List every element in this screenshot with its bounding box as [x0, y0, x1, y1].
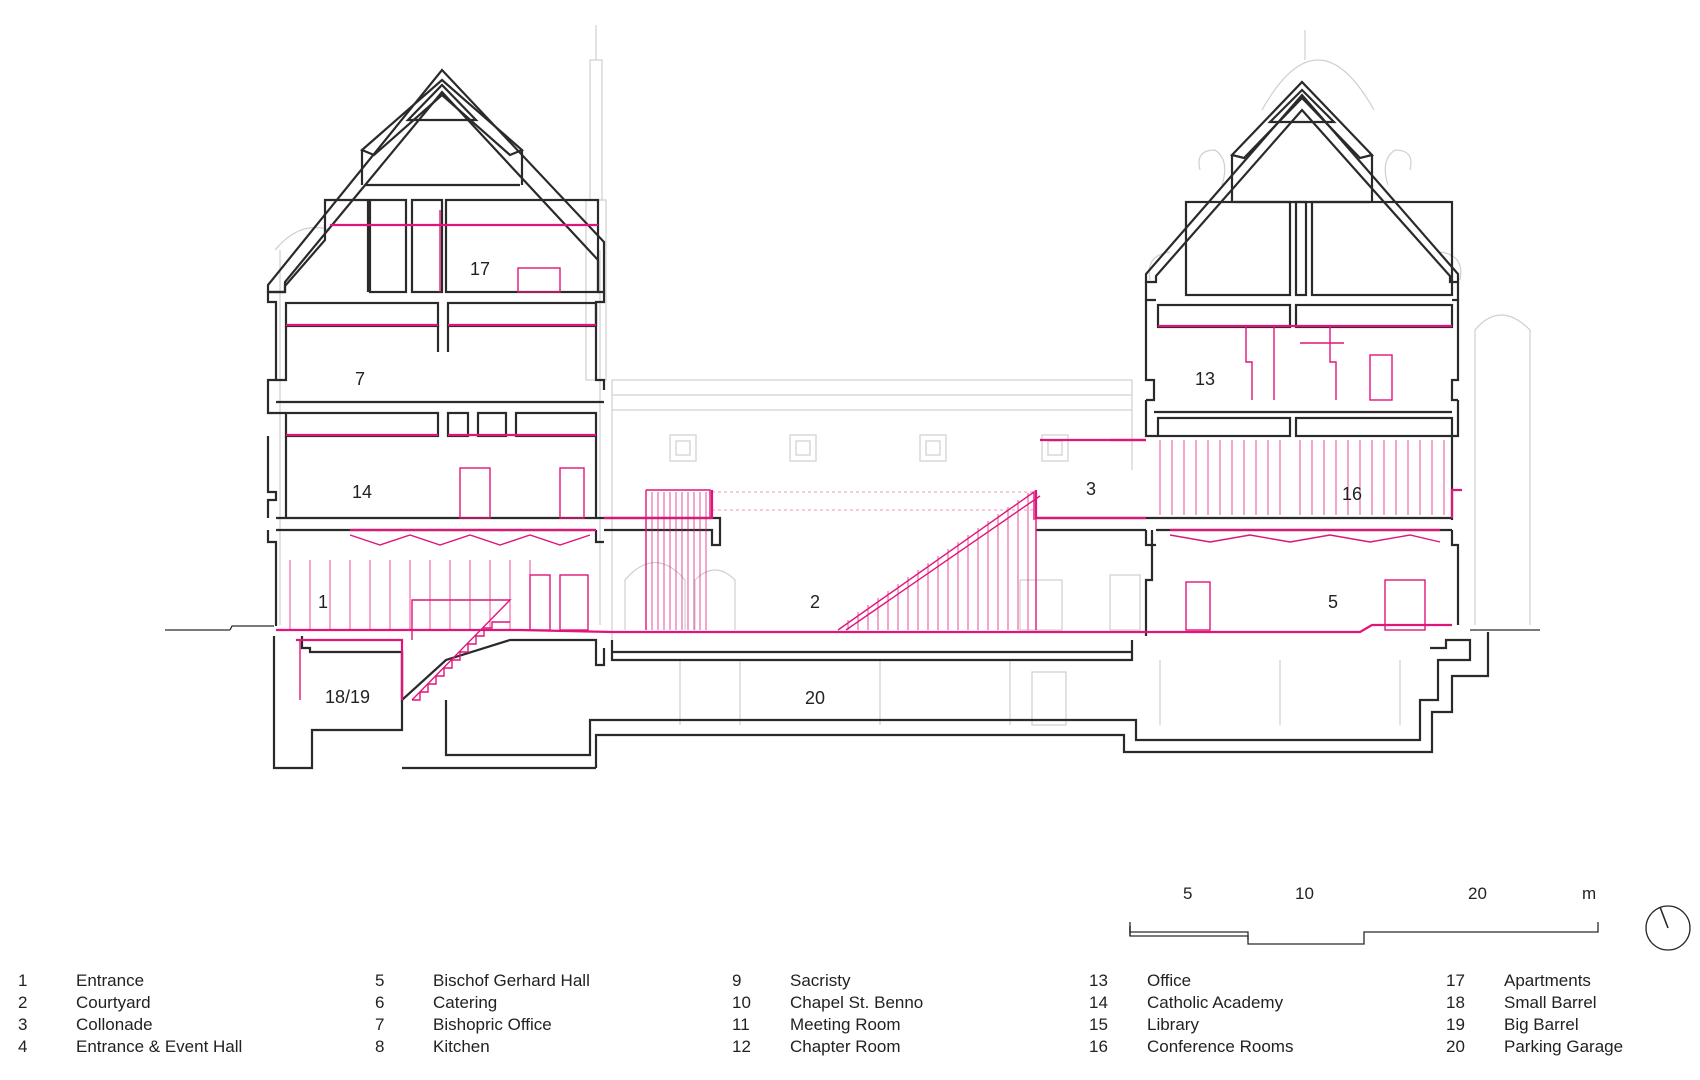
- legend-column-1: 1 Entrance 2 Courtyard 3 Collonade 4 Entranc…: [18, 970, 242, 1058]
- legend-label: Bishopric Office: [433, 1015, 552, 1034]
- legend-label: Big Barrel: [1504, 1015, 1579, 1034]
- room-label-2: 2: [810, 592, 820, 612]
- legend-item: 13 Office: [1089, 970, 1293, 992]
- room-label-5: 5: [1328, 592, 1338, 612]
- room-label-7: 7: [355, 369, 365, 389]
- legend-column-2: 5 Bischof Gerhard Hall 6 Catering 7 Bishopr…: [375, 970, 590, 1058]
- north-arrow-icon: [1645, 905, 1691, 951]
- ground-line: [165, 625, 1540, 631]
- legend-label: Library: [1147, 1015, 1199, 1034]
- legend-number: 8: [375, 1037, 385, 1056]
- legend-item: 16 Conference Rooms: [1089, 1036, 1293, 1058]
- legend-number: 9: [732, 971, 742, 990]
- legend-label: Kitchen: [433, 1037, 490, 1056]
- legend-number: 18: [1446, 993, 1465, 1012]
- legend-item: 10 Chapel St. Benno: [732, 992, 923, 1014]
- legend-label: Small Barrel: [1504, 993, 1597, 1012]
- legend-label: Apartments: [1504, 971, 1591, 990]
- legend-label: Office: [1147, 971, 1192, 990]
- legend-column-3: 9 Sacristy 10 Chapel St. Benno 11 Meeting R…: [732, 970, 923, 1058]
- legend-item: 2 Courtyard: [18, 992, 242, 1014]
- legend-label: Parking Garage: [1504, 1037, 1624, 1056]
- scale-label-5: 5: [1183, 884, 1192, 903]
- room-label-14: 14: [352, 482, 372, 502]
- legend-number: 13: [1089, 971, 1108, 990]
- room-label-16: 16: [1342, 484, 1362, 504]
- room-label-13: 13: [1195, 369, 1215, 389]
- legend-number: 16: [1089, 1037, 1108, 1056]
- legend-number: 17: [1446, 971, 1465, 990]
- legend-label: Catholic Academy: [1147, 993, 1284, 1012]
- legend-number: 15: [1089, 1015, 1108, 1034]
- legend-item: 12 Chapter Room: [732, 1036, 923, 1058]
- legend-number: 12: [732, 1037, 751, 1056]
- legend-item: 15 Library: [1089, 1014, 1293, 1036]
- legend-item: 18 Small Barrel: [1446, 992, 1623, 1014]
- room-label-18-19: 18/19: [325, 687, 370, 707]
- legend-item: 5 Bischof Gerhard Hall: [375, 970, 590, 992]
- legend-label: Collonade: [76, 1015, 153, 1034]
- legend-number: 2: [18, 993, 28, 1012]
- legend-item: 7 Bishopric Office: [375, 1014, 590, 1036]
- scale-label-10: 10: [1295, 884, 1314, 903]
- room-label-1: 1: [318, 592, 328, 612]
- legend-column-5: 17 Apartments 18 Small Barrel 19 Big Barrel…: [1446, 970, 1623, 1058]
- room-label-17: 17: [470, 259, 490, 279]
- legend-label: Entrance: [76, 971, 145, 990]
- legend-item: 6 Catering: [375, 992, 590, 1014]
- legend-label: Catering: [433, 993, 498, 1012]
- legend-number: 7: [375, 1015, 385, 1034]
- legend-label: Meeting Room: [790, 1015, 901, 1034]
- legend-number: 14: [1089, 993, 1108, 1012]
- legend: 1 Entrance 2 Courtyard 3 Collonade 4 Entranc…: [0, 970, 1700, 1070]
- legend-number: 3: [18, 1015, 28, 1034]
- legend-label: Chapter Room: [790, 1037, 901, 1056]
- legend-item: 11 Meeting Room: [732, 1014, 923, 1036]
- new-intervention: [276, 210, 1462, 701]
- legend-item: 3 Collonade: [18, 1014, 242, 1036]
- legend-column-4: 13 Office 14 Catholic Academy 15 Library 16…: [1089, 970, 1293, 1058]
- legend-label: Entrance & Event Hall: [76, 1037, 243, 1056]
- legend-number: 1: [18, 971, 28, 990]
- legend-item: 9 Sacristy: [732, 970, 923, 992]
- room-labels: 17 7 14 1 18/19 2 20 3 13 16 5: [318, 259, 1362, 708]
- legend-item: 20 Parking Garage: [1446, 1036, 1623, 1058]
- legend-label: Courtyard: [76, 993, 151, 1012]
- room-label-20: 20: [805, 688, 825, 708]
- legend-label: Chapel St. Benno: [790, 993, 924, 1012]
- legend-number: 11: [732, 1015, 750, 1034]
- scale-bar: 5 10 20 m: [1129, 884, 1599, 945]
- legend-number: 10: [732, 993, 751, 1012]
- room-label-3: 3: [1086, 479, 1096, 499]
- scale-label-20: 20: [1468, 884, 1487, 903]
- section-drawing: 17 7 14 1 18/19 2 20 3 13 16 5 5 10 20 m: [165, 25, 1691, 951]
- legend-number: 4: [18, 1037, 28, 1056]
- legend-number: 6: [375, 993, 385, 1012]
- legend-label: Conference Rooms: [1147, 1037, 1294, 1056]
- legend-label: Sacristy: [790, 971, 851, 990]
- legend-number: 5: [375, 971, 385, 990]
- legend-item: 14 Catholic Academy: [1089, 992, 1293, 1014]
- legend-item: 1 Entrance: [18, 970, 242, 992]
- legend-item: 17 Apartments: [1446, 970, 1623, 992]
- legend-label: Bischof Gerhard Hall: [433, 971, 590, 990]
- legend-number: 19: [1446, 1015, 1465, 1034]
- scale-label-unit: m: [1582, 884, 1596, 903]
- legend-item: 4 Entrance & Event Hall: [18, 1036, 242, 1058]
- legend-item: 19 Big Barrel: [1446, 1014, 1623, 1036]
- section-cut: [266, 68, 1490, 770]
- background-elevation: [274, 25, 1531, 726]
- legend-item: 8 Kitchen: [375, 1036, 590, 1058]
- legend-number: 20: [1446, 1037, 1465, 1056]
